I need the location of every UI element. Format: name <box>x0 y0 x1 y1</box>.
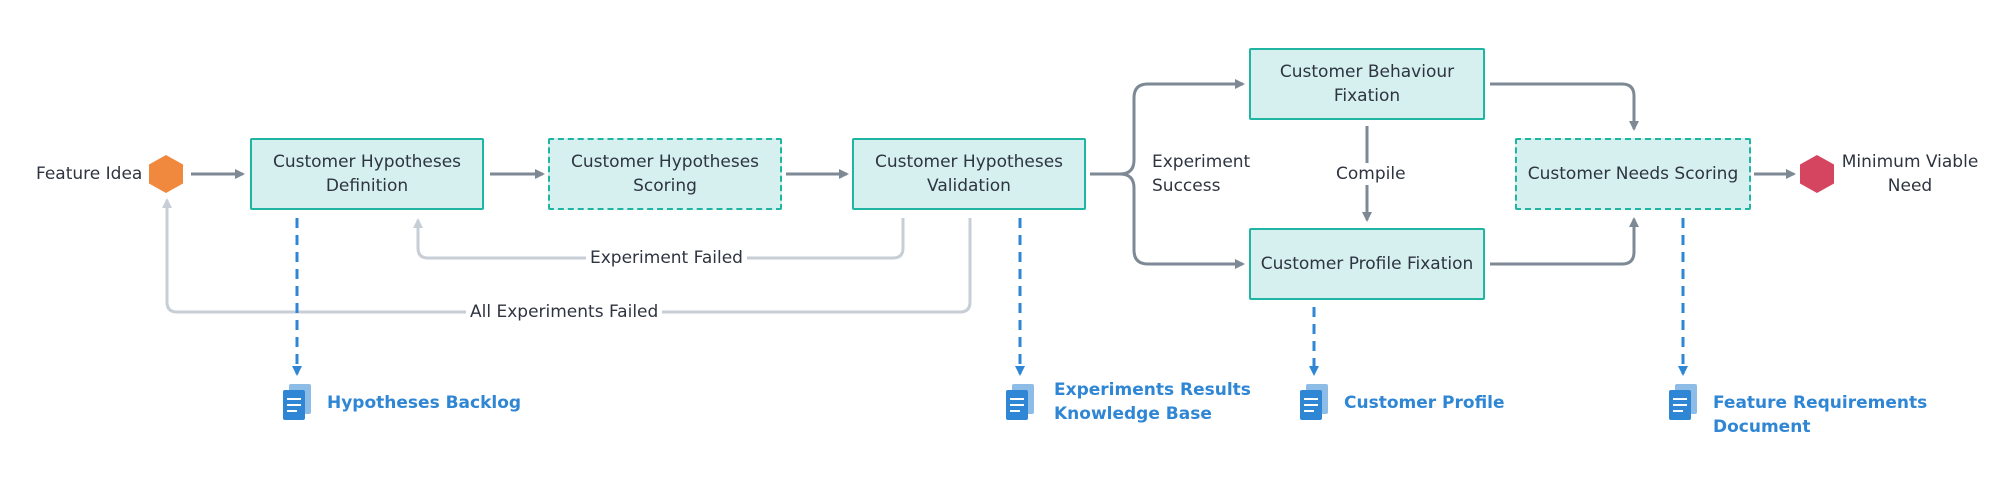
all-experiments-failed-line <box>162 198 972 314</box>
document-icon[interactable] <box>1667 384 1699 422</box>
all-experiments-failed-label: All Experiments Failed <box>466 301 663 323</box>
feature-requirements-link[interactable]: Feature Requirements Document <box>1713 393 1928 437</box>
document-icon[interactable] <box>281 384 313 422</box>
minimum-viable-need-label: Minimum Viable Need <box>1841 152 1979 196</box>
customer-hypotheses-validation-label: Customer Hypotheses Validation <box>874 152 1064 196</box>
experiment-success-label: Experiment Success <box>1152 152 1251 196</box>
customer-hypotheses-scoring-box[interactable]: Customer Hypotheses Scoring <box>548 138 782 210</box>
customer-behaviour-fixation-label: Customer Behaviour Fixation <box>1279 62 1455 106</box>
arrow-profile-to-needs <box>1490 217 1639 266</box>
hypotheses-backlog-link[interactable]: Hypotheses Backlog <box>327 393 522 413</box>
feature-idea-label: Feature Idea <box>36 164 143 184</box>
customer-hypotheses-validation-box[interactable]: Customer Hypotheses Validation <box>852 138 1086 210</box>
customer-hypotheses-definition-label: Customer Hypotheses Definition <box>272 152 462 196</box>
document-icon[interactable] <box>1004 384 1036 422</box>
experiments-results-link[interactable]: Experiments Results Knowledge Base <box>1054 380 1251 424</box>
customer-needs-scoring-label: Customer Needs Scoring <box>1527 164 1739 184</box>
customer-profile-link[interactable]: Customer Profile <box>1344 393 1505 413</box>
hexagon-orange-icon <box>149 155 183 193</box>
success-brace-lower <box>1119 172 1245 269</box>
customer-hypotheses-definition-box[interactable]: Customer Hypotheses Definition <box>250 138 484 210</box>
experiment-failed-label: Experiment Failed <box>586 247 747 269</box>
compile-label: Compile <box>1332 163 1410 185</box>
customer-behaviour-fixation-box[interactable]: Customer Behaviour Fixation <box>1249 48 1485 120</box>
customer-profile-fixation-box[interactable]: Customer Profile Fixation <box>1249 228 1485 300</box>
arrow-behaviour-to-needs <box>1490 82 1639 131</box>
customer-hypotheses-scoring-label: Customer Hypotheses Scoring <box>570 152 760 196</box>
hexagon-red-icon <box>1800 155 1834 193</box>
customer-profile-fixation-label: Customer Profile Fixation <box>1260 254 1474 274</box>
document-icon[interactable] <box>1298 384 1330 422</box>
customer-needs-scoring-box[interactable]: Customer Needs Scoring <box>1515 138 1751 210</box>
